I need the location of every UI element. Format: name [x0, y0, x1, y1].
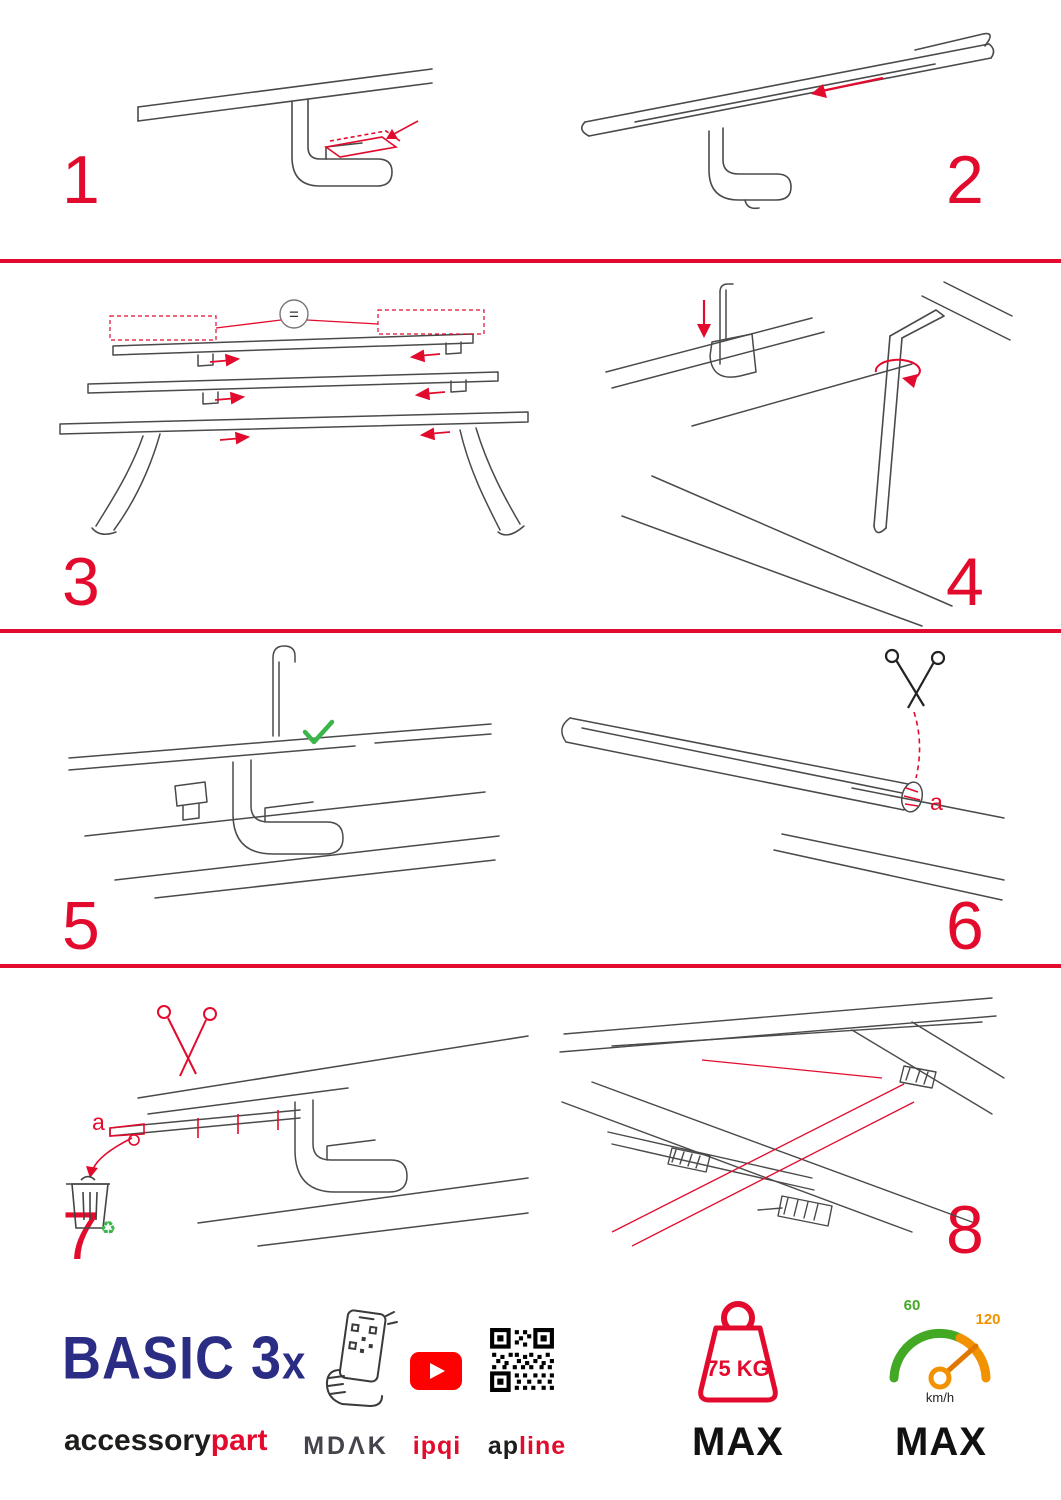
step-8-drawing [559, 997, 1005, 1247]
tube-opening [900, 781, 924, 813]
right-foot [459, 427, 525, 536]
t-bolt-piece [777, 1195, 833, 1227]
crossbar [581, 32, 995, 210]
check-icon [302, 719, 335, 745]
step-5-number: 5 [62, 888, 100, 964]
brand-apline-line: line [519, 1432, 567, 1460]
equal-symbol: = [289, 305, 299, 324]
max-speed-label: MAX [895, 1420, 987, 1464]
brand-accessory: accessory [64, 1424, 211, 1457]
step-6-drawing: a [561, 648, 1005, 901]
scissors-icon-red [157, 1005, 217, 1077]
clamp-hook [708, 127, 792, 201]
product-name: BASIC 3x [62, 1328, 306, 1388]
alignment-lines [611, 1059, 915, 1247]
brand-accessorypart: accessorypart [64, 1424, 267, 1458]
left-foot [91, 433, 161, 535]
section-divider-3 [0, 964, 1061, 968]
max-weight-icon: 75 KG [698, 1301, 778, 1403]
brand-ipqi: ipqi [412, 1432, 462, 1460]
product-name-main: BASIC 3 [62, 1324, 283, 1392]
step-5-drawing [68, 645, 500, 899]
insert-arrow [386, 129, 398, 139]
section-divider-2 [0, 629, 1061, 633]
step-7-drawing: a ♻ [66, 1005, 529, 1247]
phone-qr-screen [348, 1323, 378, 1354]
brand-apline: apline [482, 1432, 572, 1461]
speedometer-icon: 60 120 km/h [889, 1297, 1001, 1405]
step-2-number: 2 [946, 142, 984, 218]
step-2-drawing [581, 32, 995, 210]
rubber-pad-highlight [323, 120, 419, 158]
youtube-icon [410, 1352, 462, 1390]
step-7-number: 7 [62, 1198, 100, 1274]
cover-strip-tube [561, 717, 1005, 901]
scissors-icon [884, 648, 946, 709]
cut-label: a [930, 789, 943, 815]
weight-value: 75 KG [706, 1356, 770, 1381]
roof-rail-lines [137, 68, 433, 187]
play-triangle [430, 1363, 445, 1379]
step-3-number: 3 [62, 544, 100, 620]
recycle-icon: ♻ [100, 1218, 116, 1238]
trash-icon [66, 1175, 110, 1229]
fixing-pin [709, 283, 757, 378]
step-4-drawing [605, 281, 1013, 627]
weight-body [698, 1325, 778, 1403]
adapter-piece [667, 1147, 711, 1173]
brand-part: part [210, 1424, 268, 1457]
speed-120: 120 [975, 1311, 1000, 1328]
speed-unit: km/h [926, 1390, 954, 1405]
gauge-arc-green [889, 1328, 965, 1383]
slide-arrow [811, 76, 884, 98]
step-3-drawing: = [59, 299, 529, 536]
equal-spacing-dimension: = [109, 299, 485, 341]
step-1-number: 1 [62, 142, 100, 218]
hook-rod [272, 645, 296, 737]
gauge-arc-orange [955, 1333, 991, 1383]
section-divider-1 [0, 259, 1061, 263]
rotate-arrowhead [902, 374, 918, 388]
end-clamp-piece [899, 1065, 937, 1089]
step-4-number: 4 [946, 544, 984, 620]
strip-and-clamp [109, 1035, 529, 1247]
brand-mdak: MDΛK [303, 1432, 389, 1460]
offcut-label: a [92, 1109, 105, 1135]
tighten-arrows [697, 300, 921, 388]
rack-bars [59, 333, 529, 536]
clamp-assembly [68, 645, 500, 899]
qr-code [490, 1328, 554, 1392]
cut-ticks [86, 1110, 279, 1178]
step-6-number: 6 [946, 888, 984, 964]
clamp-hook [291, 98, 393, 187]
adjust-arrows [209, 349, 451, 445]
step-8-number: 8 [946, 1192, 984, 1268]
product-name-x: x [282, 1335, 307, 1389]
scan-qr-phone-icon [325, 1309, 398, 1408]
scan-ticks [385, 1311, 398, 1325]
allen-key [873, 309, 945, 534]
roof-overview [559, 997, 1005, 1233]
step-1-drawing [137, 68, 433, 187]
hand-outline [325, 1369, 383, 1408]
roof-and-rail [605, 281, 1013, 627]
max-weight-label: MAX [692, 1420, 784, 1464]
needle-hub [928, 1366, 952, 1390]
speed-60: 60 [904, 1297, 921, 1314]
cut-guides [903, 711, 921, 807]
brand-apline-ap: ap [487, 1432, 520, 1460]
equal-badge [279, 299, 309, 329]
